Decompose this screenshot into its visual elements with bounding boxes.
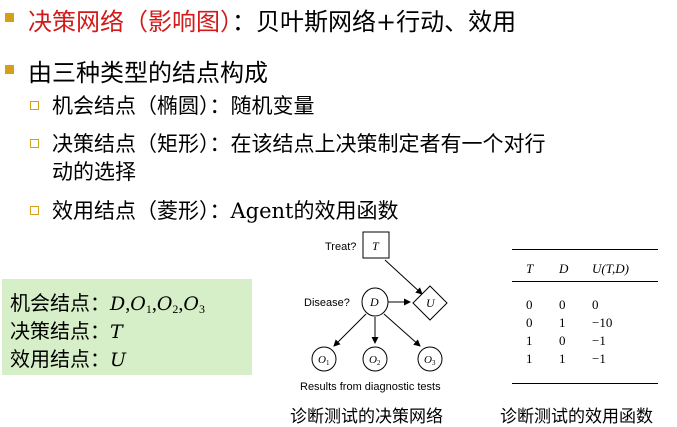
term-influence-diagram: （影响图） [124,8,232,36]
chance-sub-1: 1 [145,302,152,316]
chance-node-o2 [362,346,388,372]
table-header-t: T [526,261,534,276]
chance-node-o1-label: O1 [318,354,330,367]
sub-bullet-utility-node: 效用结点（菱形）：Agent的效用函数 [52,199,399,223]
diagram-caption: 诊断测试的决策网络 [290,407,443,427]
utility-var: U [110,349,127,371]
chance-node-d-label: D [369,295,379,309]
table-rule-bottom [512,383,658,384]
results-label: Results from diagnostic tests [300,381,441,393]
table-cell: −1 [592,351,606,366]
table-cell: −1 [592,333,606,348]
bullet-decision-network: 决策网络（影响图）：贝叶斯网络+行动、效用 [28,2,516,37]
chance-sub-2: 2 [172,302,179,316]
table-cell: 0 [592,297,599,312]
decision-nodes-line: 决策结点：T [10,315,123,344]
chance-var-o2: O [156,293,173,315]
table-cell: 1 [559,315,566,330]
sub-bullet-chance-node: 机会结点（椭圆）：随机变量 [52,94,315,118]
edge-d-o1 [333,313,367,347]
chance-sub-3: 3 [198,302,205,316]
chance-var-o3: O [183,293,199,315]
decision-var: T [110,321,123,343]
table-cell: −10 [592,315,613,330]
node-summary-box: 机会结点：D,O1,O2,O3 决策结点：T 效用结点：U [2,279,252,375]
decision-node-t [362,231,390,259]
edge-d-o3 [383,313,421,347]
table-caption: 诊断测试的效用函数 [500,407,653,427]
decision-network-diagram: Treat? T Disease? D U O1 O2 O3 Results f… [300,231,448,393]
bullet-marker [5,65,14,74]
table-cell: 0 [559,333,566,348]
table-rule-top [512,249,658,250]
chance-var-o1: O [130,293,146,315]
sub-bullet-marker [30,101,39,110]
sub-bullet-marker [30,139,39,148]
disease-label: Disease? [304,297,350,309]
term-decision-network: 决策网络 [28,8,124,36]
chance-node-o3-label: O3 [424,354,436,367]
table-cell: 0 [526,315,533,330]
table-cell: 1 [526,351,533,366]
chance-node-o2-label: O2 [369,354,381,367]
definition-text: ：贝叶斯网络+行动、效用 [232,8,517,36]
chance-node-d [361,287,389,317]
chance-node-o3 [417,346,443,372]
table-cell: 0 [526,297,533,312]
sub-bullet-decision-node-line1: 决策结点（矩形）：在该结点上决策制定者有一个对行 [52,132,546,156]
sub-bullet-decision-node-line2: 动的选择 [52,160,136,184]
bullet-marker [5,13,14,22]
decision-node-t-label: T [372,239,380,253]
chance-nodes-label: 机会结点： [10,293,110,315]
table-cell: 0 [559,297,566,312]
decision-nodes-label: 决策结点： [10,321,110,343]
table-header-utd: U(T,D) [592,261,629,276]
sub-bullet-marker [30,206,39,215]
utility-node-u-label: U [426,296,436,310]
table-rule-mid [512,281,658,282]
utility-nodes-label: 效用结点： [10,349,110,371]
chance-nodes-line: 机会结点：D,O1,O2,O3 [10,293,205,316]
table-cell: 1 [559,351,566,366]
utility-nodes-line: 效用结点：U [10,343,126,372]
chance-node-o1 [311,346,337,372]
chance-var-d: D [110,293,126,315]
bullet-node-types: 由三种类型的结点构成 [28,59,268,87]
edge-t-u [384,259,423,295]
treat-label: Treat? [325,241,356,253]
utility-node-u [412,285,448,321]
table-cell: 1 [526,333,533,348]
table-header-d: D [559,261,569,276]
